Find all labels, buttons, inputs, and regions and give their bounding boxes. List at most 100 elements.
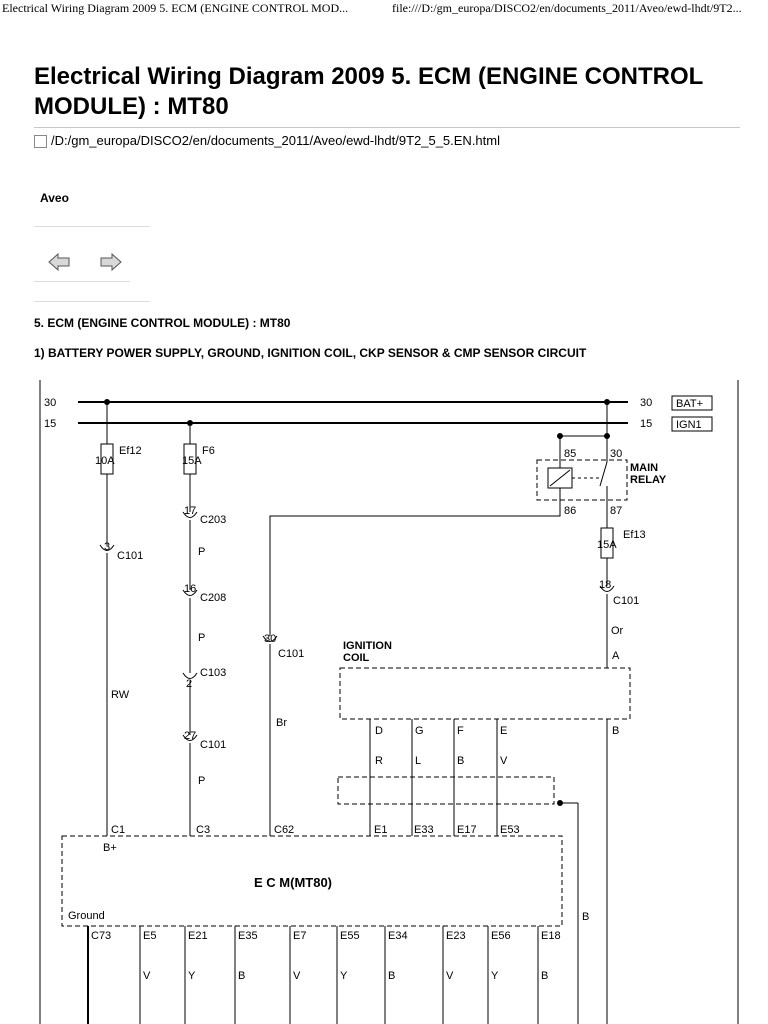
ecm-bottom-pin-label: E5 <box>143 930 156 942</box>
coil-pin-e: E <box>500 725 507 737</box>
ignition-coil-title-2: COIL <box>343 652 370 664</box>
coil-pin-f: F <box>457 725 464 737</box>
wire-p1-label: P <box>198 546 205 558</box>
ecm-bplus-label: B+ <box>103 842 117 854</box>
c203-pin: 17 <box>184 505 196 517</box>
ecm-bottom-wire-color: V <box>143 970 151 982</box>
bat-label: BAT+ <box>676 398 703 410</box>
bus-30-label: 30 <box>44 397 56 409</box>
c101-c-pin: 30 <box>264 633 276 645</box>
ecm-bottom-pin-label: E7 <box>293 930 306 942</box>
print-header-title: Electrical Wiring Diagram 2009 5. ECM (E… <box>2 1 349 15</box>
page-title: Electrical Wiring Diagram 2009 5. ECM (E… <box>34 63 703 120</box>
ecm-pin-c62: C62 <box>274 824 294 836</box>
divider <box>34 226 150 227</box>
ecm-bottom-pin-label: E21 <box>188 930 208 942</box>
ecm-bottom-pin-label: E18 <box>541 930 561 942</box>
ecm-bottom-wire-color: Y <box>340 970 348 982</box>
fuse-f6-rating: 15A <box>182 455 202 467</box>
ecm-pin-e1: E1 <box>374 824 387 836</box>
bat-box <box>671 395 713 411</box>
coil-pin-b: B <box>612 725 619 737</box>
c101-c-label: C101 <box>278 648 304 660</box>
ecm-bottom-pin-label: C73 <box>91 930 111 942</box>
back-arrow-icon[interactable] <box>48 253 70 271</box>
ecm-pin-c1: C1 <box>111 824 125 836</box>
c208-pin: 16 <box>184 583 196 595</box>
forward-arrow-icon[interactable] <box>100 253 122 271</box>
coil-pin-d: D <box>375 725 383 737</box>
ecm-bottom-wire-color: Y <box>491 970 499 982</box>
c101-a-pin: 3 <box>104 541 110 553</box>
wire-p2-label: P <box>198 632 205 644</box>
ecm-bottom-wire-color: V <box>293 970 301 982</box>
c101-b-pin: 27 <box>184 730 196 742</box>
wire-or-label: Or <box>611 625 624 637</box>
subsection-title: 1) BATTERY POWER SUPPLY, GROUND, IGNITIO… <box>34 346 587 360</box>
coil-pin-a: A <box>612 650 620 662</box>
ignition-coil-box <box>339 667 631 720</box>
wire-b1-label: B <box>457 755 464 767</box>
ecm-bottom-pin-label: E23 <box>446 930 466 942</box>
wire-v1-label: V <box>500 755 508 767</box>
ecm-bottom-pin-label: E56 <box>491 930 511 942</box>
file-path[interactable]: /D:/gm_europa/DISCO2/en/documents_2011/A… <box>34 133 500 148</box>
relay-pin-87: 87 <box>610 505 622 517</box>
ecm-pin-e53: E53 <box>500 824 520 836</box>
bus-30-right-label: 30 <box>640 397 652 409</box>
ecm-bottom-wire-color: V <box>446 970 454 982</box>
c203-label: C203 <box>200 514 226 526</box>
relay-pin-85: 85 <box>564 448 576 460</box>
document-icon <box>34 135 47 148</box>
ecm-bottom-wire-color: Y <box>188 970 196 982</box>
c103-pin: 2 <box>186 678 192 690</box>
c103-label: C103 <box>200 667 226 679</box>
wire-r-label: R <box>375 755 383 767</box>
model-label: Aveo <box>40 191 69 205</box>
bus-15-label: 15 <box>44 418 56 430</box>
ecm-bottom-pin-label: E55 <box>340 930 360 942</box>
wire-b-right-label: B <box>582 911 589 923</box>
wiring-diagram: 30 15 30 15 BAT+ IGN1 10A Ef12 3 C101 RW… <box>39 380 739 1024</box>
fuse-ef13-rating: 15A <box>597 539 617 551</box>
divider <box>34 127 740 128</box>
ecm-bottom-pin-label: E35 <box>238 930 258 942</box>
shield-box <box>337 776 555 805</box>
ecm-ground-label: Ground <box>68 910 105 922</box>
ecm-box <box>61 835 563 927</box>
coil-pin-g: G <box>415 725 424 737</box>
c101-d-label: C101 <box>613 595 639 607</box>
print-header-url: file:///D:/gm_europa/DISCO2/en/documents… <box>392 1 742 15</box>
relay-pin-86: 86 <box>564 505 576 517</box>
wire-rw-label: RW <box>111 689 130 701</box>
ecm-pin-c3: C3 <box>196 824 210 836</box>
divider <box>34 281 130 282</box>
ign-box <box>671 416 713 432</box>
relay-pin-30: 30 <box>610 448 622 460</box>
ign-label: IGN1 <box>676 419 702 431</box>
ecm-title: E C M(MT80) <box>254 875 332 890</box>
wire-br-label: Br <box>276 717 287 729</box>
wire-p3-label: P <box>198 775 205 787</box>
ecm-bottom-wire-color: B <box>238 970 245 982</box>
c101-d-pin: 18 <box>599 579 611 591</box>
ecm-pin-e33: E33 <box>414 824 434 836</box>
ignition-coil-title-1: IGNITION <box>343 640 392 652</box>
section-title: 5. ECM (ENGINE CONTROL MODULE) : MT80 <box>34 316 291 330</box>
fuse-f6-name: F6 <box>202 445 215 457</box>
wire-l-label: L <box>415 755 421 767</box>
ecm-bottom-pin-label: E34 <box>388 930 408 942</box>
file-path-text[interactable]: /D:/gm_europa/DISCO2/en/documents_2011/A… <box>51 133 500 148</box>
ecm-pin-e17: E17 <box>457 824 477 836</box>
fuse-ef12-rating: 10A <box>95 455 115 467</box>
c101-a-label: C101 <box>117 550 143 562</box>
fuse-ef12-name: Ef12 <box>119 445 142 457</box>
relay-title-1: MAIN <box>630 462 658 474</box>
bus-15-right-label: 15 <box>640 418 652 430</box>
c101-b-label: C101 <box>200 739 226 751</box>
c208-label: C208 <box>200 592 226 604</box>
divider <box>34 301 150 302</box>
main-relay-box <box>536 459 628 501</box>
fuse-ef13-name: Ef13 <box>623 529 646 541</box>
